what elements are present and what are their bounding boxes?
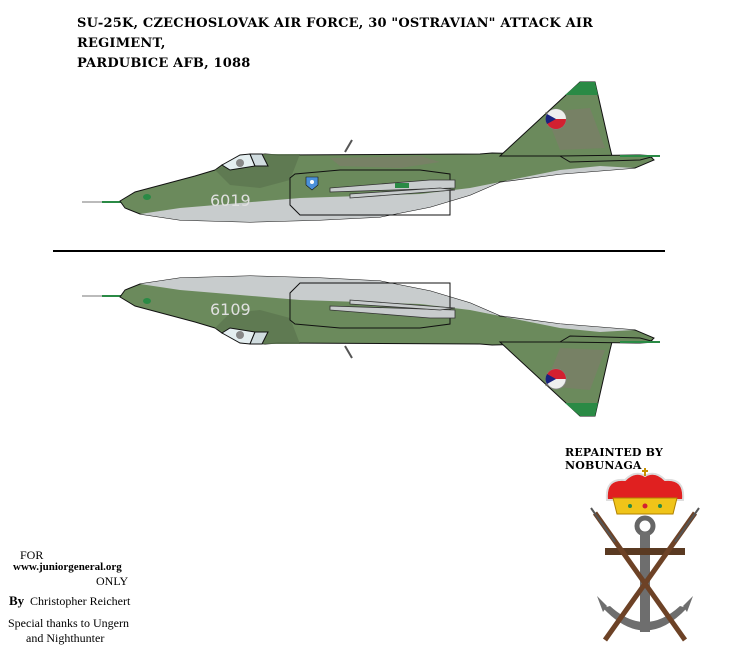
aircraft-profile-top: 6019 (0, 70, 732, 245)
by-label: By (9, 593, 25, 608)
repainted-credit: Repainted by Nobunaga (565, 446, 664, 472)
serial-number: 6109 (210, 300, 251, 319)
only-label: ONLY (96, 574, 129, 588)
roundel-icon (545, 368, 567, 390)
thanks-line-2: and Nighthunter (26, 631, 105, 645)
roundel-icon (545, 108, 567, 130)
title-line-2: Pardubice AFB, 1088 (77, 56, 251, 71)
site-link: www.juniorgeneral.org (13, 561, 122, 573)
crowned-anchor-emblem-icon (585, 468, 705, 648)
divider-line (53, 250, 665, 252)
author-name: Christopher Reichert (30, 594, 131, 608)
su25-aircraft-mirrored-icon: 6109 (82, 275, 660, 417)
serial-number: 6019 (210, 191, 251, 210)
thanks-line-1: Special thanks to Ungern (8, 616, 129, 630)
su25-aircraft-icon: 6019 (82, 81, 660, 223)
title-line-1: SU-25K, Czechoslovak Air Force, 30 "Ostr… (77, 16, 594, 51)
aircraft-profile-bottom: 6109 (0, 255, 732, 430)
for-label: FOR (20, 548, 44, 562)
unit-badge-icon (305, 176, 319, 191)
page-title: SU-25K, Czechoslovak Air Force, 30 "Ostr… (77, 14, 637, 74)
